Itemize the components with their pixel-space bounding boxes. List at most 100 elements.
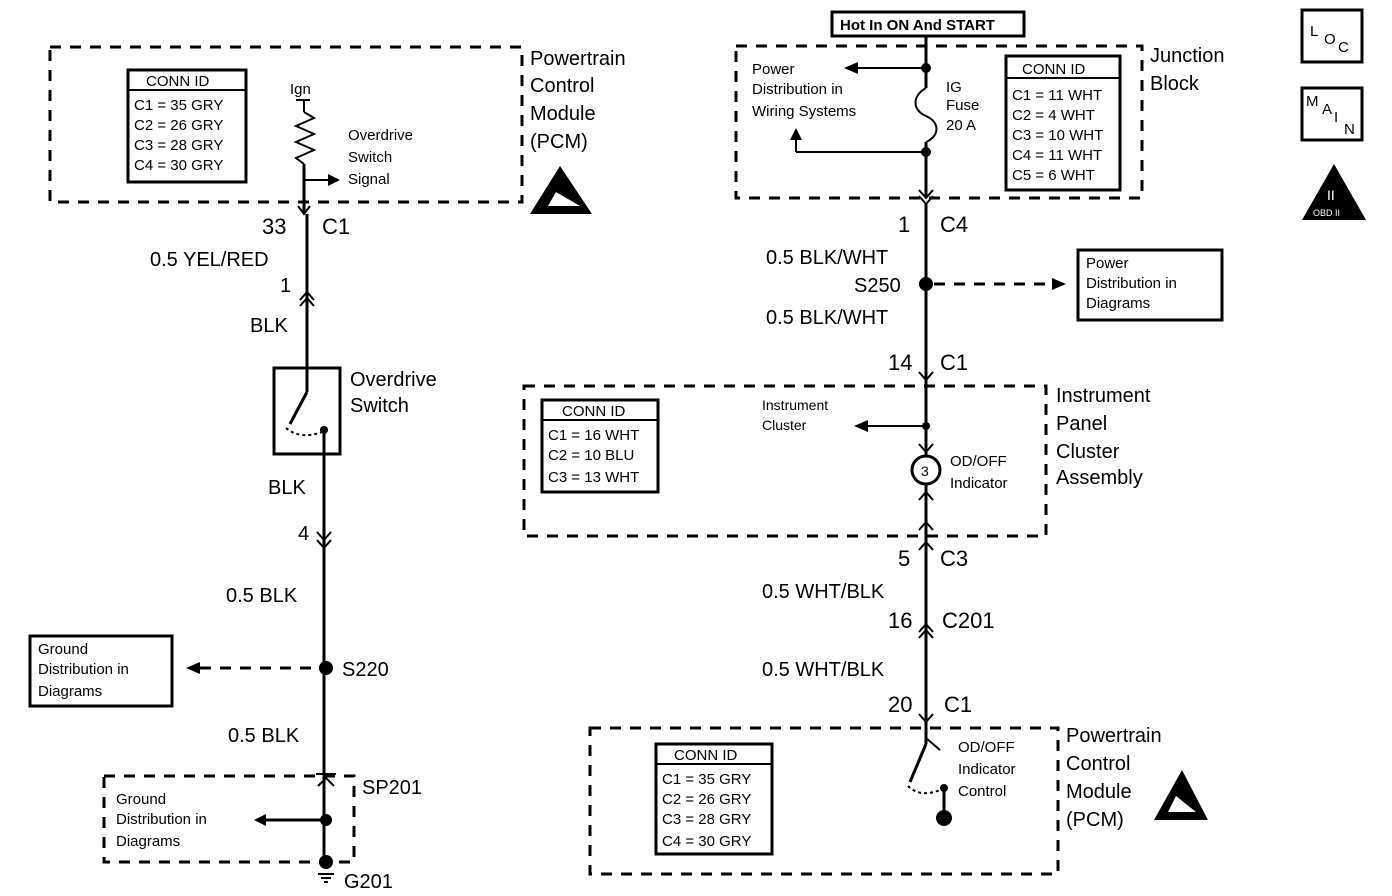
obd-ii-icon[interactable]: II OBD II (1302, 164, 1366, 220)
pcm-bottom-title-3: Module (1066, 781, 1132, 803)
main-icon[interactable]: M A I N (1300, 86, 1364, 142)
fuse-label-1: IG (946, 79, 962, 96)
wire-label-wht-blk-1: 0.5 WHT/BLK (762, 581, 885, 603)
svg-text:C1 = 11 WHT: C1 = 11 WHT (1012, 87, 1102, 104)
g201-label: G201 (344, 871, 393, 893)
od-off-indicator-bulb[interactable]: 3 (910, 454, 942, 486)
conn-c3-label: C3 (940, 546, 968, 571)
esd-warning-icon (1154, 770, 1208, 820)
fuse-label-2: Fuse (946, 97, 979, 114)
svg-text:C1 = 35 GRY: C1 = 35 GRY (662, 771, 751, 788)
indicator-label-2: Indicator (950, 475, 1008, 492)
conn-c4-label: C4 (940, 212, 968, 237)
svg-text:C2 = 26 GRY: C2 = 26 GRY (662, 791, 751, 808)
svg-text:Diagrams: Diagrams (1086, 295, 1150, 312)
blk-bottom-label: BLK (268, 477, 306, 499)
svg-text:C1 = 16 WHT: C1 = 16 WHT (548, 427, 639, 444)
conn-c201-label: C201 (942, 608, 995, 633)
ground-g201[interactable] (319, 855, 333, 869)
conn-row: C3 = 28 GRY (134, 137, 223, 154)
power-dist-ws-1: Power (752, 61, 795, 78)
wire-label-wht-blk-2: 0.5 WHT/BLK (762, 659, 885, 681)
sp201-symbol (317, 776, 335, 787)
power-dist-ws-2: Distribution in (752, 81, 843, 98)
pin-1: 1 (280, 275, 291, 297)
signal-label-1: Overdrive (348, 127, 413, 144)
signal-label-2: Switch (348, 149, 392, 166)
loc-l: L (1310, 23, 1318, 40)
junction-block-title-2: Block (1150, 73, 1200, 95)
svg-text:CONN ID: CONN ID (1022, 61, 1086, 78)
ground-icon (936, 810, 952, 826)
power-dist-box[interactable]: Power Distribution in Diagrams (1076, 248, 1224, 322)
ipc-title-3: Cluster (1056, 441, 1120, 463)
pin-20: 20 (888, 692, 912, 717)
svg-text:C3 = 28 GRY: C3 = 28 GRY (662, 811, 751, 828)
svg-text:Distribution in: Distribution in (1086, 275, 1177, 292)
connector-symbol (299, 290, 315, 301)
svg-text:C2 = 10 BLU: C2 = 10 BLU (548, 447, 634, 464)
overdrive-switch[interactable] (272, 366, 342, 456)
main-n: N (1344, 121, 1355, 138)
od-off-control-switch[interactable] (907, 722, 952, 826)
pcm-top-title-2: Control (530, 75, 594, 97)
pcm-top-title-4: (PCM) (530, 131, 588, 153)
pin-33: 33 (262, 214, 286, 239)
pullup-resistor-symbol (293, 111, 317, 165)
cluster-label-1: Instrument (762, 397, 828, 413)
svg-text:C4 = 11 WHT: C4 = 11 WHT (1012, 147, 1102, 164)
conn-c1-label: C1 (322, 214, 350, 239)
svg-text:Power: Power (1086, 255, 1129, 272)
loc-o: O (1324, 31, 1336, 48)
hot-in-box: Hot In ON And START (830, 10, 1026, 38)
arrow-left-icon (844, 62, 858, 74)
pcm-bottom-title-4: (PCM) (1066, 809, 1124, 831)
indicator-label-1: OD/OFF (950, 453, 1007, 470)
conn-row: C2 = 26 GRY (134, 117, 223, 134)
svg-text:C3 = 10 WHT: C3 = 10 WHT (1012, 127, 1103, 144)
svg-text:Distribution in: Distribution in (38, 661, 129, 678)
control-label-3: Control (958, 783, 1006, 800)
pcm-top-boundary (48, 45, 524, 204)
cluster-label-2: Cluster (762, 417, 807, 433)
control-label-2: Indicator (958, 761, 1016, 778)
power-dist-ws-3: Wiring Systems (752, 103, 856, 120)
pin-16: 16 (888, 608, 912, 633)
arrow-left-icon (854, 420, 868, 432)
ground-dist-2-line1: Ground (116, 791, 166, 808)
connector-symbol (316, 531, 332, 542)
svg-text:CONN ID: CONN ID (562, 403, 626, 420)
arrow-right-icon (1052, 278, 1066, 290)
wire-label-blk-wht-1: 0.5 BLK/WHT (766, 247, 888, 269)
splice-s220[interactable] (319, 661, 333, 675)
signal-label-3: Signal (348, 171, 390, 188)
svg-text:C4 = 30 GRY: C4 = 30 GRY (662, 833, 751, 850)
obd-sub: OBD II (1313, 208, 1340, 218)
connector-symbol (918, 520, 934, 531)
arrow-up-icon (790, 128, 802, 140)
splice-s220-label: S220 (342, 659, 389, 681)
svg-text:3: 3 (921, 463, 929, 479)
ign-label: Ign (290, 81, 311, 98)
switch-name-1: Overdrive (350, 369, 437, 391)
obd-roman: II (1327, 187, 1335, 203)
pcm-top-title-3: Module (530, 103, 596, 125)
connector-c4-symbol (918, 189, 934, 200)
splice-s250[interactable] (919, 277, 933, 291)
blk-top-label: BLK (250, 315, 288, 337)
ig-fuse[interactable] (914, 87, 938, 143)
arrow-left-icon (254, 814, 266, 826)
svg-text:C2 = 4 WHT: C2 = 4 WHT (1012, 107, 1095, 124)
control-label-1: OD/OFF (958, 739, 1015, 756)
switch-name-2: Switch (350, 395, 409, 417)
conn-row: C1 = 35 GRY (134, 97, 223, 114)
wire-label-yel-red: 0.5 YEL/RED (150, 249, 269, 271)
pin-5: 5 (898, 546, 910, 571)
pcm-bottom-boundary (588, 726, 1060, 876)
ground-dist-box-1[interactable]: Ground Distribution in Diagrams (28, 634, 174, 708)
conn-c1-ipc-label: C1 (940, 350, 968, 375)
ground-dist-2-line3: Diagrams (116, 833, 180, 850)
ground-dist-2-line2: Distribution in (116, 811, 207, 828)
loc-icon[interactable]: L O C (1300, 8, 1364, 64)
